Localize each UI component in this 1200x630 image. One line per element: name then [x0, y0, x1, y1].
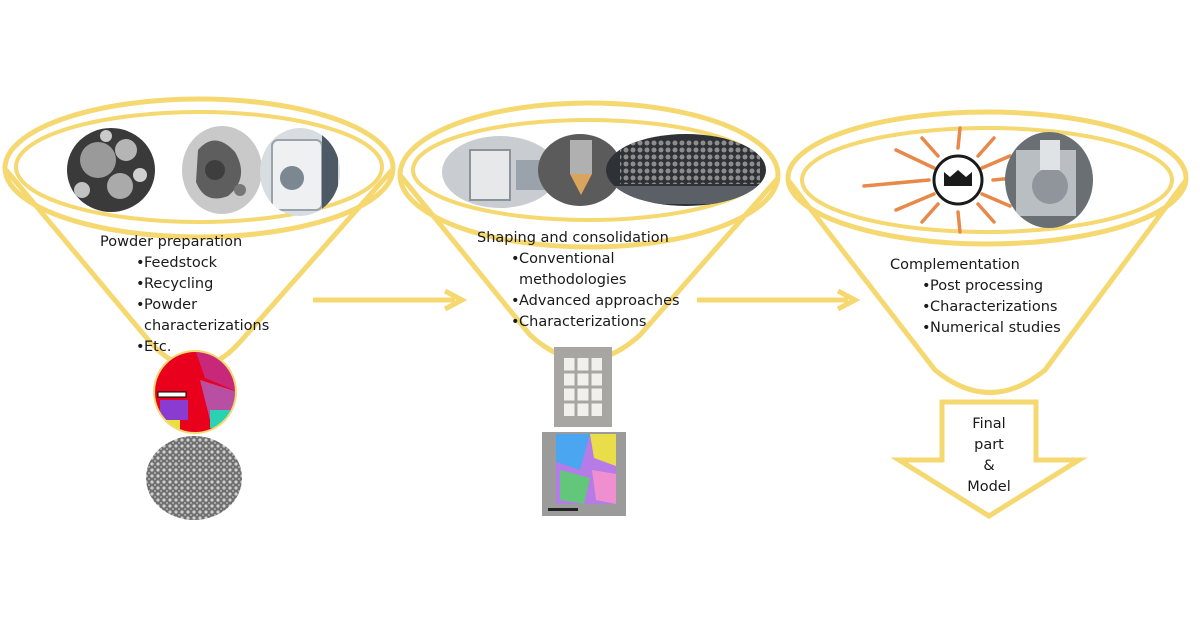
- final-line: Model: [967, 479, 1011, 495]
- sun-icon: [862, 126, 1016, 234]
- stage3-text: Complementation Post processing Characte…: [890, 255, 1061, 339]
- arrow-stage1-to-stage2: [313, 288, 468, 312]
- stage2-text: Shaping and consolidation Conventional m…: [477, 228, 680, 333]
- build-chamber-image: [606, 134, 766, 206]
- stage3-item: Post processing: [922, 276, 1061, 297]
- stage1-item: Recycling: [136, 274, 264, 295]
- final-line: part: [974, 437, 1004, 453]
- final-down-arrow: [890, 399, 1088, 519]
- powder-sem-image: [67, 128, 155, 212]
- powder-particles-image: [146, 436, 242, 520]
- stage3-item: Characterizations: [922, 297, 1061, 318]
- microstructure-image: [182, 126, 262, 214]
- stage2-title: Shaping and consolidation: [477, 230, 669, 246]
- lattice-part-image: [554, 347, 612, 427]
- final-text: Final part & Model: [954, 414, 1024, 498]
- funnel-complementation: [785, 109, 1189, 395]
- stage3-item: Numerical studies: [922, 318, 1061, 339]
- stage2-item: Conventional methodologies: [511, 249, 639, 291]
- ebsd-map-image: [542, 432, 626, 516]
- machining-image: [1005, 132, 1093, 228]
- stage2-item: Advanced approaches: [511, 291, 680, 312]
- stage1-title: Powder preparation: [100, 234, 243, 250]
- final-line: Final: [972, 416, 1006, 432]
- final-line: &: [983, 458, 995, 474]
- stage1-item: Etc.: [136, 337, 264, 358]
- stage1-item: Powder characterizations: [136, 295, 269, 337]
- arrow-stage2-to-stage3: [697, 288, 861, 312]
- ebsd-grain-map-image: [154, 351, 236, 433]
- printer-machine-image: [442, 136, 558, 208]
- stage3-title: Complementation: [890, 257, 1020, 273]
- lab-equipment-image: [260, 128, 340, 216]
- stage2-item: Characterizations: [511, 312, 680, 333]
- funnel-shaping-consolidation: [397, 100, 781, 516]
- stage1-text: Powder preparation Feedstock Recycling P…: [100, 232, 269, 358]
- stage1-item: Feedstock: [136, 253, 264, 274]
